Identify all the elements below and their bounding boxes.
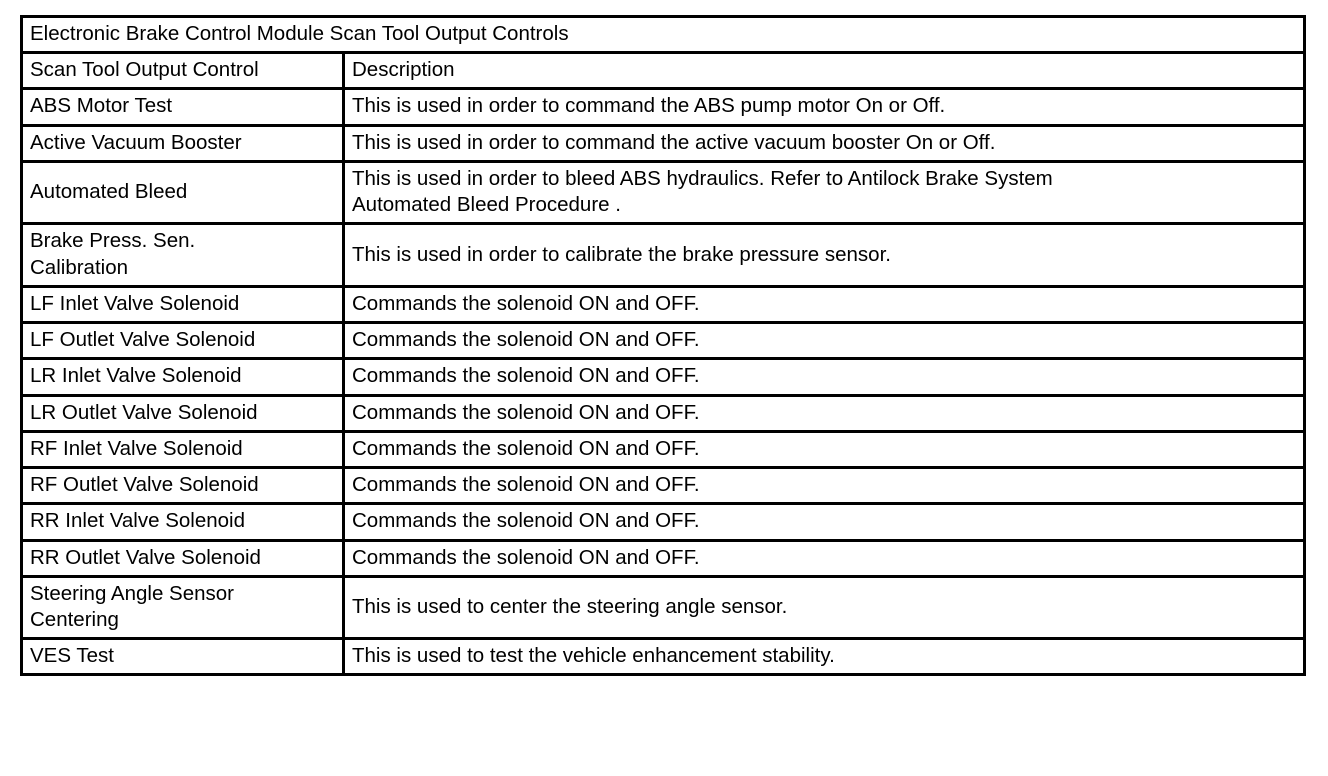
- cell-control: Active Vacuum Booster: [20, 123, 345, 163]
- cell-control: RF Inlet Valve Solenoid: [20, 429, 345, 470]
- cell-description: Commands the solenoid ON and OFF.: [342, 538, 1306, 578]
- cell-description: This is used to center the steering angl…: [342, 574, 1306, 641]
- cell-control: LR Inlet Valve Solenoid: [20, 357, 345, 397]
- column-header-control: Scan Tool Output Control: [20, 51, 345, 91]
- table-body: Electronic Brake Control Module Scan Too…: [20, 14, 1306, 677]
- cell-description: Commands the solenoid ON and OFF.: [342, 466, 1306, 506]
- cell-control: LR Outlet Valve Solenoid: [20, 393, 345, 433]
- cell-description: Commands the solenoid ON and OFF.: [342, 284, 1306, 325]
- cell-description: Commands the solenoid ON and OFF.: [342, 321, 1306, 361]
- cell-control: Automated Bleed: [20, 159, 345, 226]
- cell-control: LF Outlet Valve Solenoid: [20, 321, 345, 361]
- cell-description: This is used in order to command the act…: [342, 123, 1306, 163]
- cell-control: RR Outlet Valve Solenoid: [20, 538, 345, 578]
- cell-description: Commands the solenoid ON and OFF.: [342, 357, 1306, 397]
- cell-description: Commands the solenoid ON and OFF.: [342, 502, 1306, 542]
- cell-description: This is used to test the vehicle enhance…: [342, 637, 1306, 677]
- cell-control: VES Test: [20, 637, 345, 677]
- cell-control: LF Inlet Valve Solenoid: [20, 284, 345, 325]
- cell-control: RR Inlet Valve Solenoid: [20, 502, 345, 542]
- table-title-row: Electronic Brake Control Module Scan Too…: [20, 14, 1306, 55]
- cell-control: Steering Angle Sensor Centering: [20, 574, 345, 641]
- cell-description: Commands the solenoid ON and OFF.: [342, 429, 1306, 470]
- cell-control: ABS Motor Test: [20, 87, 345, 127]
- column-header-description: Description: [342, 51, 1306, 91]
- table-title: Electronic Brake Control Module Scan Too…: [20, 14, 1306, 55]
- cell-description: This is used in order to command the ABS…: [342, 87, 1306, 127]
- cell-description: This is used in order to bleed ABS hydra…: [342, 159, 1306, 226]
- cell-description: Commands the solenoid ON and OFF.: [342, 393, 1306, 433]
- scan-tool-output-controls-table: Electronic Brake Control Module Scan Too…: [20, 14, 1306, 677]
- cell-control: Brake Press. Sen. Calibration: [20, 222, 345, 288]
- table-header-row: Scan Tool Output Control Description: [20, 51, 1306, 91]
- cell-description: This is used in order to calibrate the b…: [342, 222, 1306, 288]
- cell-control: RF Outlet Valve Solenoid: [20, 466, 345, 506]
